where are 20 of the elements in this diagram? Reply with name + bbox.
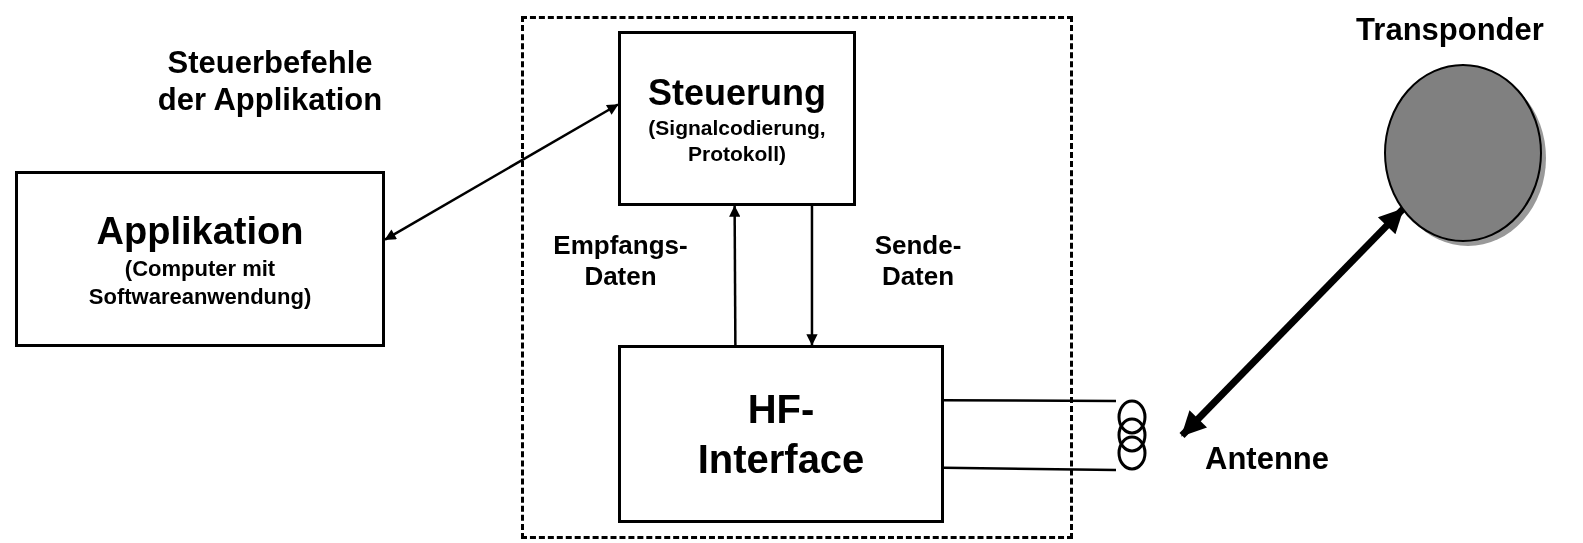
connector-line [944, 398, 1116, 403]
node-title: Transponder [1355, 12, 1545, 48]
reader-boundary-box [521, 16, 1073, 539]
node-caption: Antenne [1205, 440, 1329, 478]
node-title: Applikation [95, 208, 305, 254]
annotation-text: Sende- Daten [873, 230, 963, 293]
annotation-text: Empfangs- Daten [552, 230, 689, 293]
node-title: Steuerung [647, 70, 827, 115]
node-title: HF- Interface [696, 386, 866, 483]
process-box [618, 345, 944, 523]
arrow [1179, 206, 1406, 438]
arrow [806, 206, 818, 346]
connector-line [944, 466, 1116, 472]
arrow [384, 103, 619, 241]
process-box [618, 31, 856, 206]
node-subtitle: (Signalcodierung, Protokoll) [647, 114, 827, 167]
process-box [15, 171, 385, 347]
node-subtitle: (Computer mit Softwareanwendung) [87, 255, 313, 311]
arrow [729, 205, 741, 345]
annotation-text: Steuerbefehle der Applikation [156, 44, 384, 119]
